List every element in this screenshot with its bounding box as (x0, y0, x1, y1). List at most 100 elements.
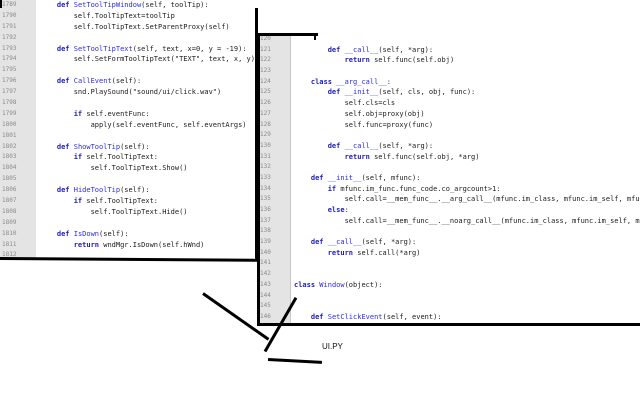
code-line[interactable]: 1796 def CallEvent(self): (0, 76, 256, 87)
code-line[interactable]: 132 (258, 162, 640, 173)
code-text[interactable]: def ShowToolTip(self): (56, 142, 150, 151)
line-number: 1803 (2, 153, 17, 161)
code-text[interactable]: def IsDown(self): (56, 229, 129, 238)
code-text[interactable]: def __call__(self, *arg): (327, 45, 434, 54)
code-text[interactable]: return self.func(self.obj) (344, 56, 455, 65)
code-line[interactable]: 126 self.cls=cls (258, 98, 640, 109)
code-line[interactable]: 1790 self.ToolTipText=toolTip (0, 11, 256, 22)
code-line[interactable]: 1810 def IsDown(self): (0, 229, 256, 240)
code-text[interactable]: def __call__(self, *arg): (327, 141, 434, 150)
code-line[interactable]: 1805 (0, 174, 256, 185)
code-text[interactable]: def SetToolTipText(self, text, x=0, y = … (56, 44, 247, 53)
code-text[interactable]: self.ToolTipText.Show() (40, 164, 188, 173)
code-line[interactable]: 1804 self.ToolTipText.Show() (0, 163, 256, 174)
code-line[interactable]: 1802 def ShowToolTip(self): (0, 142, 256, 153)
code-text[interactable]: self.obj=proxy(obj) (294, 109, 425, 118)
drawn-stroke-underline (267, 358, 323, 364)
code-line[interactable]: 129 (258, 130, 640, 141)
code-text[interactable]: else: (327, 206, 349, 214)
code-text[interactable]: self.SetFormToolTipText("TEXT", text, x,… (40, 55, 255, 64)
code-line[interactable]: 1791 self.ToolTipText.SetParentProxy(sel… (0, 22, 256, 33)
code-line[interactable]: 125 def __init__(self, cls, obj, func): (258, 87, 640, 98)
code-line[interactable]: 146 def SetClickEvent(self, event): (258, 312, 640, 323)
code-line[interactable]: 133 def __init__(self, mfunc): (258, 173, 640, 184)
code-line[interactable]: 1807 if self.ToolTipText: (0, 196, 256, 207)
line-number: 1806 (2, 186, 17, 194)
code-line[interactable]: 1793 def SetToolTipText(self, text, x=0,… (0, 44, 256, 55)
code-line[interactable]: 145 (258, 301, 640, 312)
code-text[interactable]: return wndMgr.IsDown(self.hWnd) (73, 240, 205, 249)
code-text[interactable]: self.ToolTipText.Hide() (40, 207, 188, 216)
code-line[interactable]: 1798 (0, 98, 256, 109)
code-text[interactable]: if self.ToolTipText: (73, 153, 159, 162)
code-text[interactable]: if self.ToolTipText: (73, 197, 159, 206)
code-line[interactable]: 127 self.obj=proxy(obj) (258, 109, 640, 120)
code-text[interactable]: def __call__(self, *arg): (310, 238, 417, 247)
code-text[interactable]: return self.call(*arg) (327, 248, 421, 257)
code-text[interactable]: snd.PlaySound("sound/ui/click.wav") (40, 88, 222, 97)
code-line[interactable]: 140 return self.call(*arg) (258, 248, 640, 259)
code-line[interactable]: 1808 self.ToolTipText.Hide() (0, 207, 256, 218)
line-number: 1811 (2, 240, 17, 248)
code-text[interactable]: def HideToolTip(self): (56, 186, 150, 195)
code-text[interactable]: def SetClickEvent(self, event): (310, 312, 442, 321)
code-text[interactable]: self.cls=cls (294, 99, 396, 108)
code-line[interactable]: 135 self.call=__mem_func__.__arg_call__(… (258, 194, 640, 205)
code-line[interactable]: 141 (258, 258, 640, 269)
code-line[interactable]: 120 (258, 34, 640, 45)
line-number: 126 (260, 99, 271, 107)
code-line[interactable]: 1812 (0, 250, 256, 258)
code-line[interactable]: 1794 self.SetFormToolTipText("TEXT", tex… (0, 54, 256, 65)
code-line[interactable]: 121 def __call__(self, *arg): (258, 45, 640, 56)
code-line[interactable]: 138 (258, 226, 640, 237)
code-text[interactable]: class Window(object): (294, 280, 383, 289)
code-line[interactable]: 1809 (0, 218, 256, 229)
code-line[interactable]: 1792 (0, 33, 256, 44)
code-text[interactable]: class __arg_call__: (310, 77, 391, 86)
code-text[interactable]: return self.func(self.obj, *arg) (344, 152, 480, 161)
code-line[interactable]: 124 class __arg_call__: (258, 77, 640, 88)
code-line[interactable]: 1801 (0, 131, 256, 142)
code-text[interactable]: def __init__(self, mfunc): (310, 173, 421, 182)
drawn-stroke-vertical-right (257, 34, 260, 326)
code-line[interactable]: 1806 def HideToolTip(self): (0, 185, 256, 196)
line-number: 144 (260, 291, 271, 299)
code-line[interactable]: 130 def __call__(self, *arg): (258, 141, 640, 152)
code-line[interactable]: 128 self.func=proxy(func) (258, 120, 640, 131)
left-code-editor[interactable]: 1789 def SetToolTipWindow(self, toolTip)… (0, 0, 256, 258)
code-text[interactable]: self.func=proxy(func) (294, 120, 434, 129)
code-line[interactable]: 1803 if self.ToolTipText: (0, 152, 256, 163)
code-line[interactable]: 142 (258, 269, 640, 280)
code-line[interactable]: 144 (258, 291, 640, 302)
drawn-stroke-top-right-tick (314, 34, 316, 40)
code-line[interactable]: 139 def __call__(self, *arg): (258, 237, 640, 248)
code-text[interactable]: def SetToolTipWindow(self, toolTip): (56, 1, 209, 9)
code-line[interactable]: 1797 snd.PlaySound("sound/ui/click.wav") (0, 87, 256, 98)
code-line[interactable]: 136 else: (258, 205, 640, 216)
code-line[interactable]: 137 self.call=__mem_func__.__noarg_call_… (258, 216, 640, 227)
code-line[interactable]: 1795 (0, 65, 256, 76)
code-text[interactable]: def CallEvent(self): (56, 77, 142, 86)
code-text[interactable]: if mfunc.im_func.func_code.co_argcount>1… (327, 184, 501, 193)
line-number: 1810 (2, 229, 17, 237)
code-line[interactable]: 122 return self.func(self.obj) (258, 55, 640, 66)
code-line[interactable]: 1800 apply(self.eventFunc, self.eventArg… (0, 120, 256, 131)
code-text[interactable]: self.call=__mem_func__.__arg_call__(mfun… (294, 195, 640, 204)
line-number: 133 (260, 173, 271, 181)
code-line[interactable]: 1789 def SetToolTipWindow(self, toolTip)… (0, 0, 256, 11)
line-number: 137 (260, 216, 271, 224)
code-line[interactable]: 1811 return wndMgr.IsDown(self.hWnd) (0, 240, 256, 251)
code-line[interactable]: 123 (258, 66, 640, 77)
code-text[interactable]: apply(self.eventFunc, self.eventArgs) (40, 120, 247, 129)
code-text[interactable]: self.call=__mem_func__.__noarg_call__(mf… (294, 216, 640, 225)
code-line[interactable]: 131 return self.func(self.obj, *arg) (258, 152, 640, 163)
code-text[interactable]: def __init__(self, cls, obj, func): (327, 88, 476, 97)
code-text[interactable]: self.ToolTipText=toolTip (40, 11, 175, 20)
code-line[interactable]: 1799 if self.eventFunc: (0, 109, 256, 120)
code-text[interactable]: if self.eventFunc: (73, 109, 150, 118)
code-line[interactable]: 134 if mfunc.im_func.func_code.co_argcou… (258, 184, 640, 195)
code-text[interactable]: self.ToolTipText.SetParentProxy(self) (40, 22, 230, 31)
line-number: 1791 (2, 22, 17, 30)
